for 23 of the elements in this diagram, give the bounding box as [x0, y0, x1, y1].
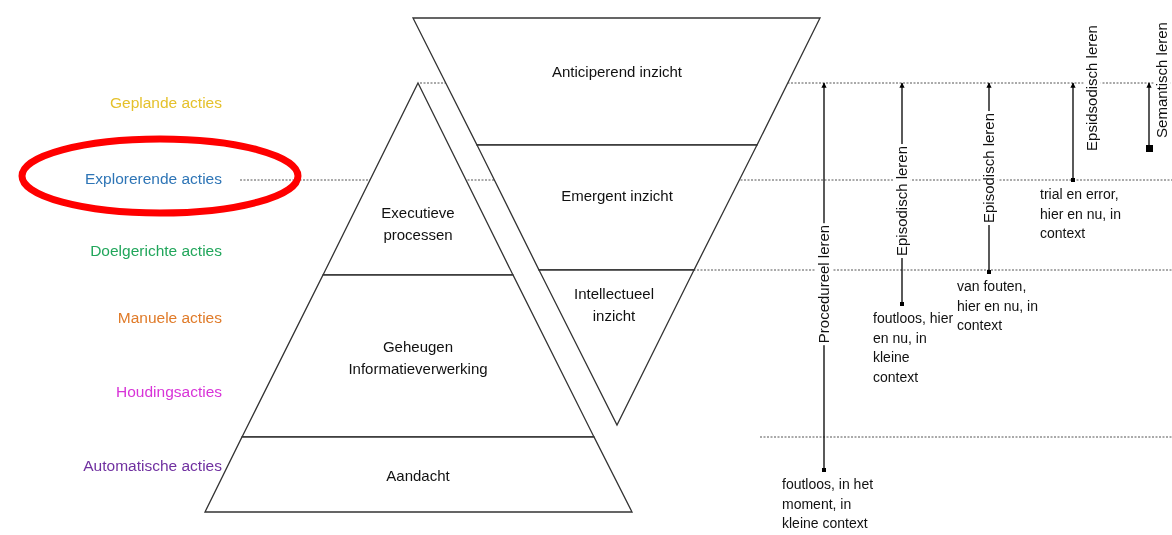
band-label: Emergent inzicht — [560, 186, 674, 207]
edge-label: Semantisch leren — [1153, 20, 1171, 140]
level-label: Explorerende acties — [85, 170, 222, 188]
arrow — [1070, 82, 1076, 183]
edge-label: Procedureel leren — [815, 222, 833, 346]
band-label: Geheugen Informatieverwerking — [347, 337, 489, 379]
arrow — [1146, 82, 1152, 146]
band-label: Intellectueel inzicht — [572, 284, 656, 326]
annotation-text: trial en error, hier en nu, in context — [1040, 180, 1132, 244]
band-label: Executieve processen — [380, 203, 456, 245]
level-label: Manuele acties — [117, 309, 222, 327]
annotation-text: foutloos, in het moment, in kleine context — [782, 470, 878, 534]
level-label: Geplande acties — [109, 94, 222, 112]
annotation-text: van fouten, hier en nu, in context — [957, 272, 1041, 336]
annotation-text: foutloos, hier en nu, in kleine context — [873, 304, 957, 388]
level-label: Automatische acties — [83, 457, 222, 475]
edge-label: Episodisch leren — [980, 110, 998, 226]
level-label: Houdingsacties — [116, 383, 222, 401]
band-label: Anticiperend inzicht — [550, 62, 684, 83]
edge-label: Episodisch leren — [893, 143, 911, 259]
band-label: Aandacht — [385, 466, 451, 487]
level-label: Doelgerichte acties — [90, 242, 222, 260]
edge-label: Epsidsodisch leren — [1083, 23, 1101, 153]
